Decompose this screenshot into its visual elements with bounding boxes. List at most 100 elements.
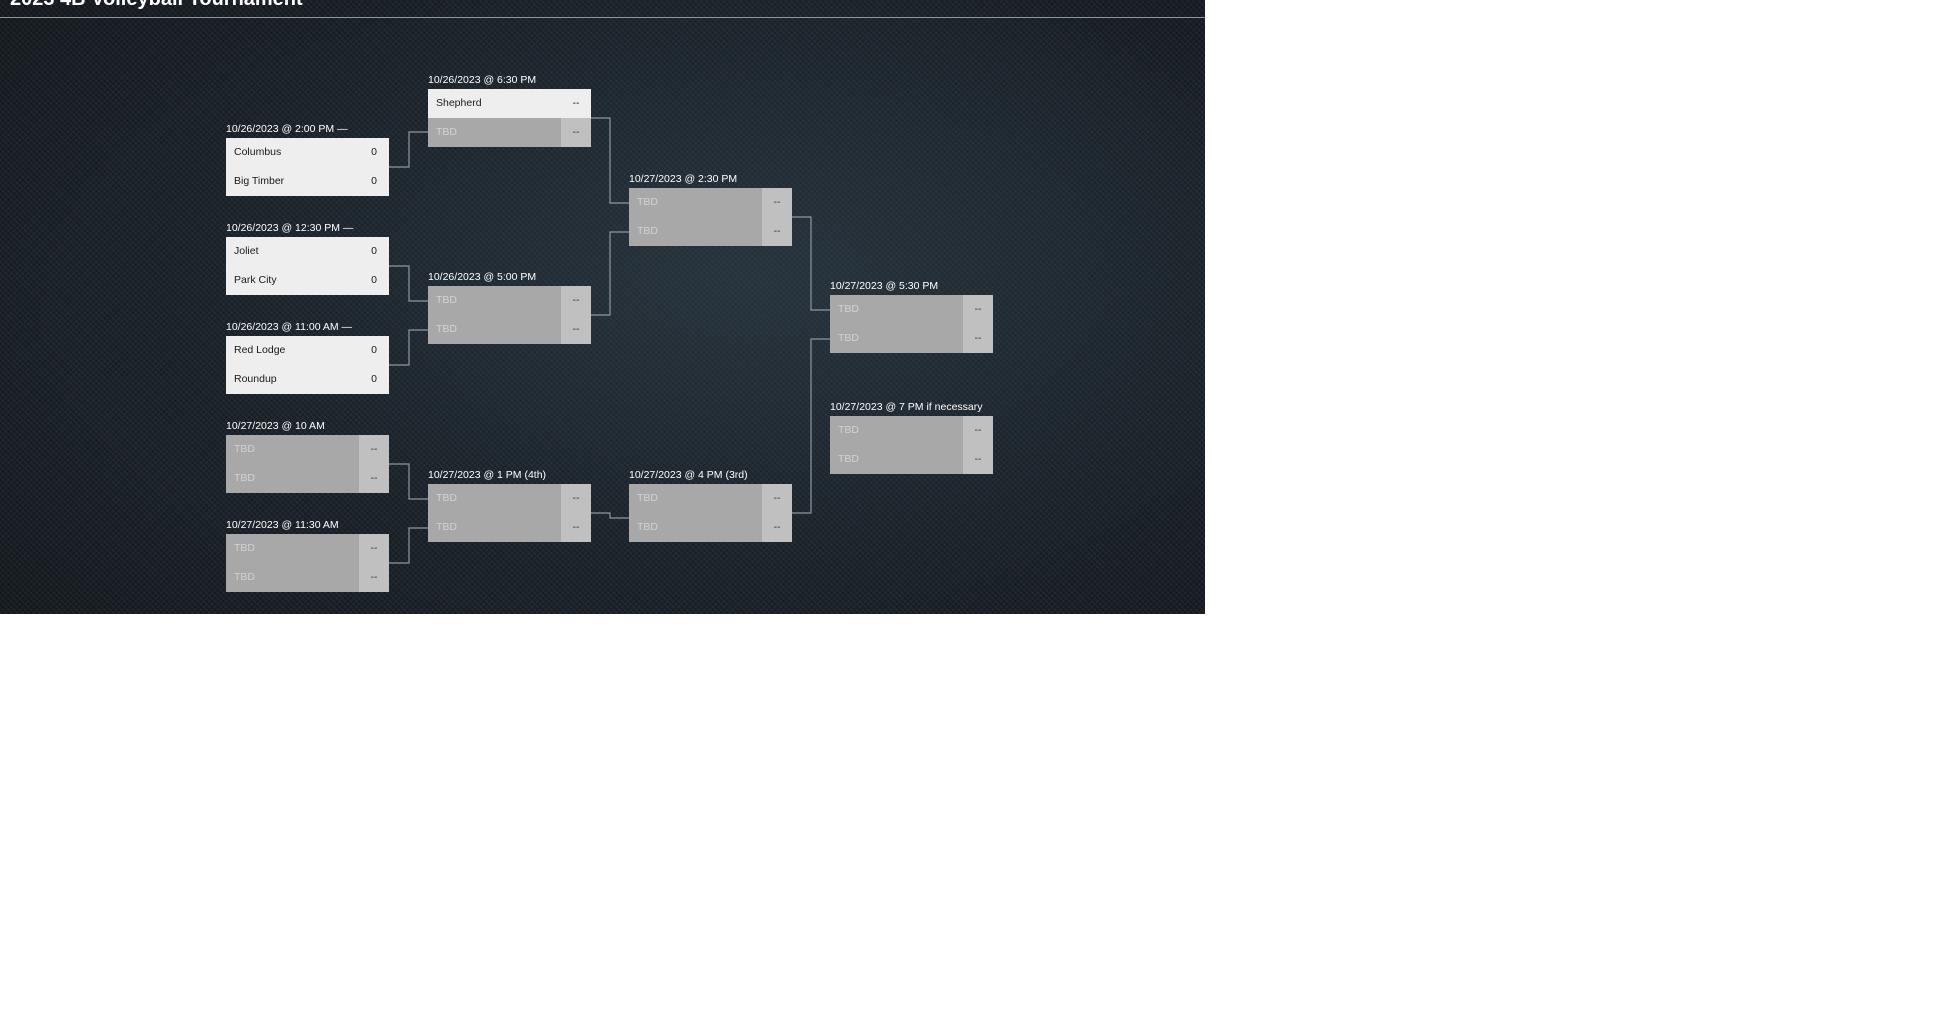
match-card[interactable]: 10/27/2023 @ 5:30 PM TBD -- TBD --: [830, 280, 993, 353]
team-score: --: [359, 435, 389, 464]
team-name: TBD: [436, 126, 457, 138]
match-time-label: 10/27/2023 @ 11:30 AM: [226, 519, 339, 531]
team-row[interactable]: TBD --: [830, 295, 993, 324]
page-title: 2023 4B Volleyball Tournament: [10, 0, 303, 11]
team-row[interactable]: TBD --: [226, 435, 389, 464]
team-score: --: [359, 464, 389, 493]
match-time-label: 10/27/2023 @ 10 AM: [226, 420, 325, 432]
team-score: --: [762, 217, 792, 246]
team-row[interactable]: Red Lodge 0: [226, 336, 389, 365]
team-name: TBD: [234, 472, 255, 484]
match-card[interactable]: 10/26/2023 @ 11:00 AM — Red Lodge 0 Roun…: [226, 321, 389, 394]
team-row[interactable]: TBD --: [428, 118, 591, 147]
team-name: TBD: [234, 443, 255, 455]
team-name: Park City: [234, 274, 277, 286]
bracket-connector-line: [389, 265, 428, 302]
team-name: Roundup: [234, 373, 277, 385]
team-row[interactable]: TBD --: [428, 484, 591, 513]
match-time-label: 10/26/2023 @ 6:30 PM: [428, 74, 537, 86]
team-name: TBD: [436, 294, 457, 306]
bracket-connector-line: [591, 117, 629, 204]
match-time-label: 10/27/2023 @ 4 PM (3rd): [629, 469, 748, 481]
team-row[interactable]: TBD --: [629, 484, 792, 513]
team-row[interactable]: TBD --: [629, 188, 792, 217]
team-score: --: [561, 89, 591, 118]
team-name: TBD: [234, 571, 255, 583]
team-name: TBD: [436, 492, 457, 504]
team-row[interactable]: Big Timber 0: [226, 167, 389, 196]
team-name: TBD: [637, 492, 658, 504]
bracket-panel: 2023 4B Volleyball Tournament 10/26/2023…: [0, 0, 1205, 614]
team-row[interactable]: TBD --: [830, 445, 993, 474]
team-name: TBD: [838, 424, 859, 436]
team-row[interactable]: Roundup 0: [226, 365, 389, 394]
team-score: 0: [359, 266, 389, 295]
bracket-connector-line: [389, 131, 428, 168]
bracket-connector-line: [591, 512, 629, 519]
match-card[interactable]: 10/27/2023 @ 11:30 AM TBD -- TBD --: [226, 519, 389, 592]
team-score: --: [762, 513, 792, 542]
team-score: --: [561, 484, 591, 513]
team-name: TBD: [637, 521, 658, 533]
match-card[interactable]: 10/27/2023 @ 10 AM TBD -- TBD --: [226, 420, 389, 493]
team-score: --: [561, 513, 591, 542]
team-row[interactable]: TBD --: [226, 464, 389, 493]
team-name: TBD: [637, 196, 658, 208]
team-score: --: [963, 416, 993, 445]
match-card[interactable]: 10/26/2023 @ 2:00 PM — Columbus 0 Big Ti…: [226, 123, 389, 196]
bracket-connectors: [389, 117, 830, 564]
match-card[interactable]: 10/26/2023 @ 6:30 PM Shepherd -- TBD --: [428, 74, 591, 147]
team-name: TBD: [838, 332, 859, 344]
team-score: --: [359, 534, 389, 563]
team-score: --: [359, 563, 389, 592]
team-row[interactable]: TBD --: [226, 563, 389, 592]
team-name: Shepherd: [436, 97, 482, 109]
team-name: TBD: [436, 521, 457, 533]
team-row[interactable]: TBD --: [830, 416, 993, 445]
bracket-connector-line: [389, 463, 428, 500]
team-score: --: [561, 118, 591, 147]
team-row[interactable]: TBD --: [226, 534, 389, 563]
match-card[interactable]: 10/26/2023 @ 5:00 PM TBD -- TBD --: [428, 271, 591, 344]
match-time-label: 10/27/2023 @ 7 PM if necessary: [830, 401, 983, 413]
team-row[interactable]: Joliet 0: [226, 237, 389, 266]
team-row[interactable]: TBD --: [629, 217, 792, 246]
team-row[interactable]: TBD --: [428, 315, 591, 344]
team-row[interactable]: TBD --: [428, 286, 591, 315]
team-row[interactable]: Columbus 0: [226, 138, 389, 167]
match-time-label: 10/26/2023 @ 12:30 PM —: [226, 222, 354, 234]
team-row[interactable]: Shepherd --: [428, 89, 591, 118]
team-name: Joliet: [234, 245, 259, 257]
match-card[interactable]: 10/27/2023 @ 4 PM (3rd) TBD -- TBD --: [629, 469, 792, 542]
team-row[interactable]: Park City 0: [226, 266, 389, 295]
bracket-connector-line: [389, 329, 428, 366]
team-score: --: [963, 295, 993, 324]
match-time-label: 10/27/2023 @ 2:30 PM: [629, 173, 738, 185]
team-score: 0: [359, 138, 389, 167]
team-score: --: [762, 188, 792, 217]
team-row[interactable]: TBD --: [830, 324, 993, 353]
title-bar: 2023 4B Volleyball Tournament: [0, 0, 1205, 18]
team-name: TBD: [637, 225, 658, 237]
match-card[interactable]: 10/27/2023 @ 2:30 PM TBD -- TBD --: [629, 173, 792, 246]
team-name: Red Lodge: [234, 344, 286, 356]
team-name: TBD: [436, 323, 457, 335]
team-score: 0: [359, 167, 389, 196]
team-score: --: [561, 286, 591, 315]
team-row[interactable]: TBD --: [428, 513, 591, 542]
match-time-label: 10/27/2023 @ 5:30 PM: [830, 280, 939, 292]
team-score: --: [561, 315, 591, 344]
match-card[interactable]: 10/26/2023 @ 12:30 PM — Joliet 0 Park Ci…: [226, 222, 389, 295]
bracket-connector-line: [792, 338, 830, 514]
match-time-label: 10/26/2023 @ 11:00 AM —: [226, 321, 353, 333]
team-name: TBD: [838, 303, 859, 315]
match-card[interactable]: 10/27/2023 @ 7 PM if necessary TBD -- TB…: [830, 401, 993, 474]
match-time-label: 10/27/2023 @ 1 PM (4th): [428, 469, 547, 481]
match-card[interactable]: 10/27/2023 @ 1 PM (4th) TBD -- TBD --: [428, 469, 591, 542]
team-score: 0: [359, 336, 389, 365]
team-name: Columbus: [234, 146, 282, 158]
match-time-label: 10/26/2023 @ 2:00 PM —: [226, 123, 348, 135]
team-name: TBD: [234, 542, 255, 554]
team-score: 0: [359, 365, 389, 394]
team-row[interactable]: TBD --: [629, 513, 792, 542]
